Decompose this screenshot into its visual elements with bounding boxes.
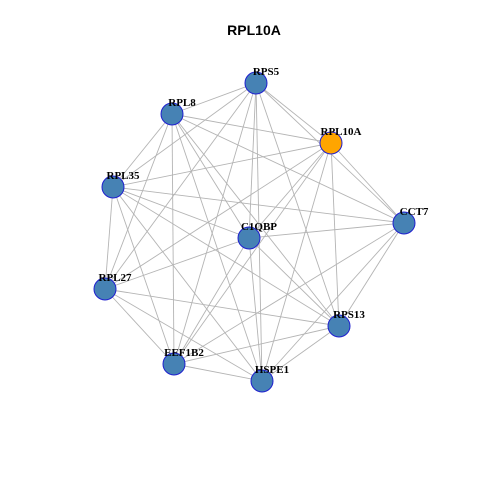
edge-rpl27-hspe1	[104, 288, 263, 382]
node-circle	[101, 175, 125, 199]
edge-rps5-c1qbp	[248, 82, 257, 239]
edge-rpl10a-rpl35	[112, 142, 332, 188]
edge-c1qbp-rps13	[248, 237, 340, 327]
edge-rpl10a-hspe1	[261, 142, 332, 382]
edge-c1qbp-rpl27	[104, 237, 250, 290]
node-eef1b2: EEF1B2	[162, 347, 204, 376]
node-hspe1: HSPE1	[250, 364, 289, 393]
edge-rpl8-c1qbp	[171, 113, 250, 239]
edge-eef1b2-hspe1	[173, 363, 263, 382]
edge-rpl8-rpl10a	[171, 113, 332, 144]
node-rps5: RPS5	[244, 66, 280, 95]
node-circle	[244, 71, 268, 95]
edge-rpl8-cct7	[171, 113, 405, 224]
node-circle	[319, 131, 343, 155]
edge-rpl35-rps13	[112, 186, 340, 327]
edge-rps13-eef1b2	[173, 325, 340, 365]
node-label: RPL10A	[321, 126, 362, 138]
node-cct7: CCT7	[392, 206, 429, 235]
edge-rpl27-eef1b2	[104, 288, 175, 365]
edge-rpl35-c1qbp	[112, 186, 250, 239]
node-label: HSPE1	[255, 364, 289, 376]
edge-rpl35-cct7	[112, 186, 405, 224]
node-circle	[93, 277, 117, 301]
edge-rps5-hspe1	[255, 82, 263, 382]
edge-cct7-c1qbp	[248, 222, 405, 239]
edge-rpl8-rpl35	[112, 113, 173, 188]
node-circle	[160, 102, 184, 126]
edge-c1qbp-eef1b2	[173, 237, 250, 365]
edge-rps5-eef1b2	[173, 82, 257, 365]
node-label: EEF1B2	[164, 347, 204, 359]
node-label: RPL35	[107, 170, 141, 182]
node-label: RPL27	[99, 272, 133, 284]
edge-rps5-rpl10a	[255, 82, 332, 144]
edge-rpl10a-c1qbp	[248, 142, 332, 239]
edge-rpl8-rpl27	[104, 113, 173, 290]
node-circle	[327, 314, 351, 338]
edge-rps5-rpl27	[104, 82, 257, 290]
edge-rpl8-rps13	[171, 113, 340, 327]
node-rpl27: RPL27	[93, 272, 133, 301]
edge-rpl8-hspe1	[171, 113, 263, 382]
edge-rpl8-eef1b2	[171, 113, 175, 365]
node-label: RPL8	[168, 97, 196, 109]
node-c1qbp: C1QBP	[237, 221, 277, 250]
graph-title: RPL10A	[227, 22, 281, 38]
edge-rpl27-rps13	[104, 288, 340, 327]
node-label: RPS5	[253, 66, 280, 78]
edge-c1qbp-hspe1	[248, 237, 263, 382]
edge-rpl10a-rps13	[330, 142, 340, 327]
edge-rpl35-rpl27	[104, 186, 114, 290]
edge-rpl10a-rpl27	[104, 142, 332, 290]
node-label: C1QBP	[241, 221, 277, 233]
node-circle	[237, 226, 261, 250]
node-rps13: RPS13	[327, 309, 365, 338]
node-label: CCT7	[400, 206, 429, 218]
edge-layer	[104, 82, 405, 382]
edge-rps5-rpl35	[112, 82, 257, 188]
node-label: RPS13	[333, 309, 365, 321]
node-circle	[162, 352, 186, 376]
edge-cct7-hspe1	[261, 222, 405, 382]
node-rpl10a: RPL10A	[319, 126, 362, 155]
node-rpl8: RPL8	[160, 97, 196, 126]
edge-cct7-eef1b2	[173, 222, 405, 365]
edge-rps5-rpl8	[171, 82, 257, 115]
node-rpl35: RPL35	[101, 170, 141, 199]
edge-cct7-rps13	[338, 222, 405, 327]
edge-rpl10a-eef1b2	[173, 142, 332, 365]
edge-rpl35-hspe1	[112, 186, 263, 382]
node-circle	[250, 369, 274, 393]
node-circle	[392, 211, 416, 235]
edge-rps13-hspe1	[261, 325, 340, 382]
edge-rps5-rps13	[255, 82, 340, 327]
edge-rpl10a-cct7	[330, 142, 405, 224]
